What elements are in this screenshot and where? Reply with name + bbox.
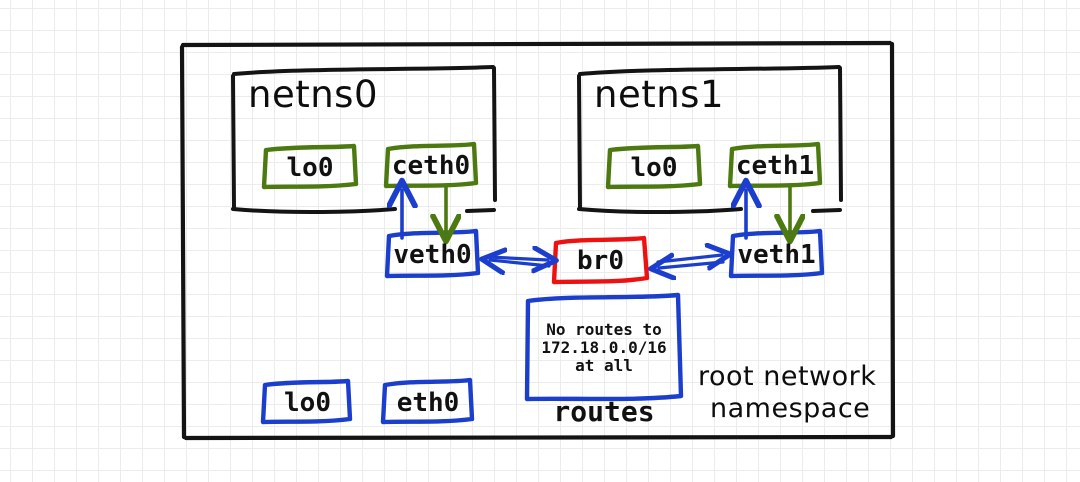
veth1-label: veth1	[737, 239, 816, 270]
veth1-box	[728, 228, 825, 279]
lo0-netns1-box	[605, 143, 703, 190]
eth0-host-box	[380, 377, 475, 425]
netns0-title: netns0	[248, 73, 378, 116]
routes-panel-line-2: 172.18.0.0/16	[541, 338, 667, 357]
arrow-br0-to-veth0	[490, 260, 551, 266]
routes-panel-line-1: No routes to	[546, 320, 662, 339]
lo0-netns1-label: lo0	[630, 152, 678, 183]
veth0-box	[384, 228, 481, 279]
ceth1-label: ceth1	[735, 150, 815, 181]
routes-panel-box	[524, 292, 684, 402]
netns1-title: netns1	[594, 73, 724, 116]
netns0-border	[231, 65, 497, 215]
root-namespace-label-line1: root network	[698, 361, 877, 392]
br0-box	[551, 235, 650, 285]
lo0-host-label: lo0	[284, 387, 331, 418]
veth0-label: veth0	[393, 239, 472, 270]
lo0-host-box	[260, 378, 353, 425]
lo0-netns0-box	[261, 143, 359, 190]
netns1-border	[577, 65, 843, 215]
ceth0-label: ceth0	[391, 150, 471, 181]
arrow-br0-to-veth1	[656, 255, 722, 262]
routes-panel-line-3: at all	[575, 356, 633, 375]
br0-label: br0	[577, 245, 624, 276]
lo0-netns0-label: lo0	[286, 152, 334, 183]
eth0-host-label: eth0	[396, 387, 460, 418]
arrow-veth1-to-br0	[659, 262, 725, 268]
routes-caption: routes	[553, 395, 655, 428]
root-namespace-border	[179, 40, 896, 441]
root-namespace-label-line2: namespace	[710, 393, 871, 424]
